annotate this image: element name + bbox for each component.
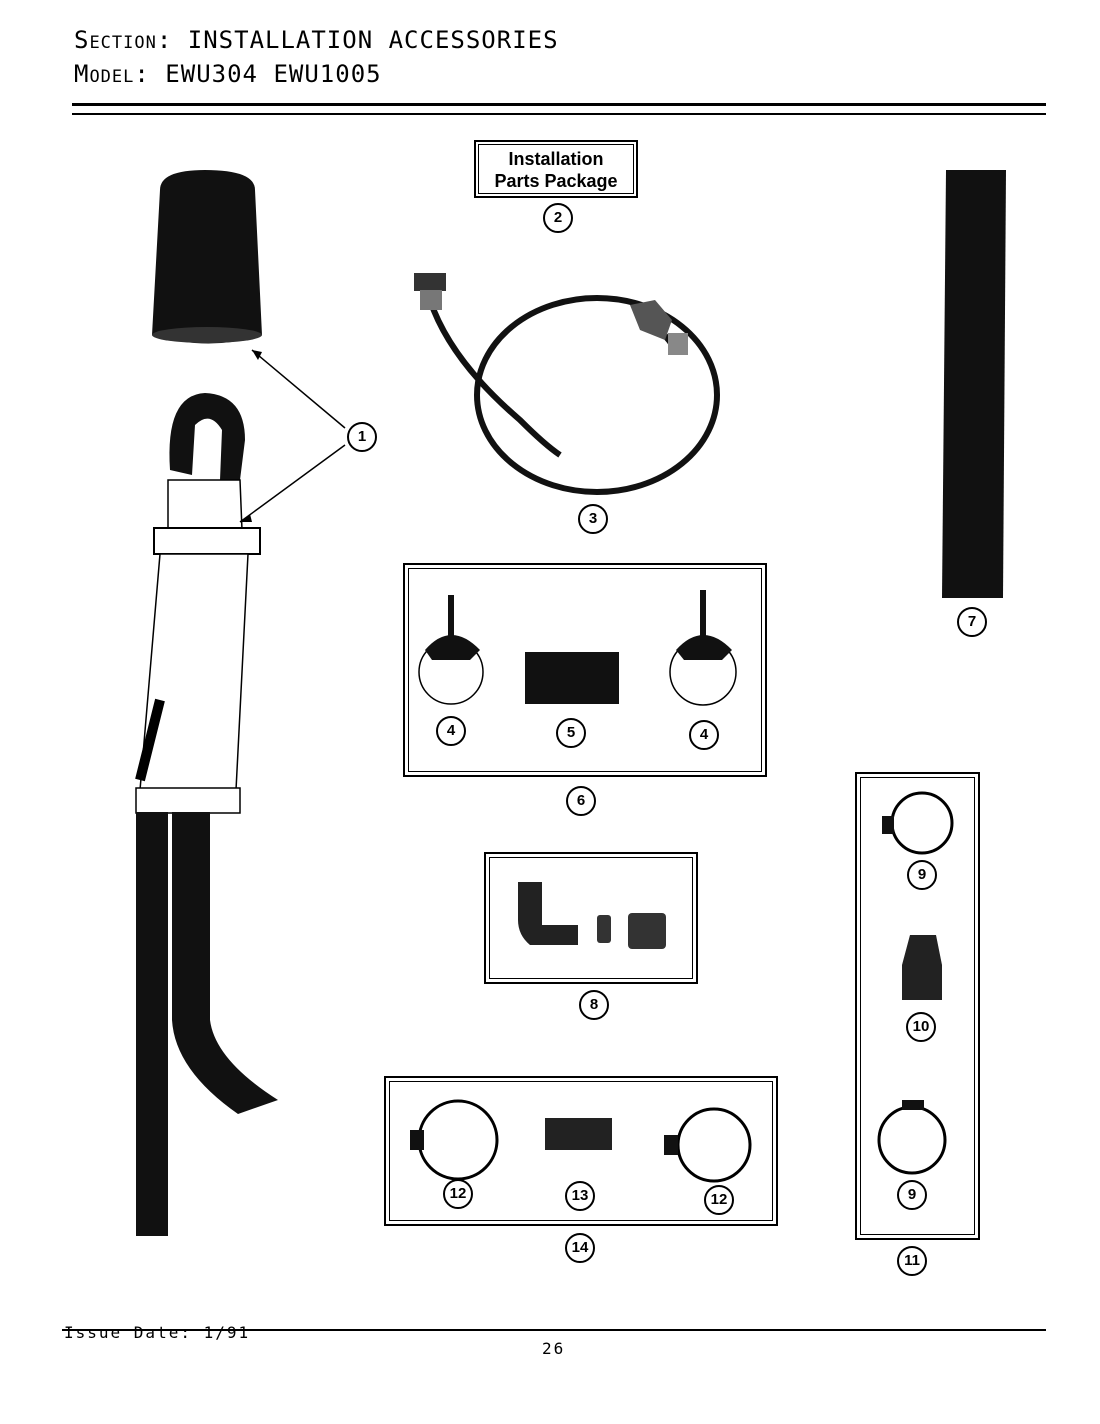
callout-10: 10	[906, 1012, 936, 1042]
model-value: EWU304 EWU1005	[165, 60, 382, 88]
callout-8: 8	[579, 990, 609, 1020]
clamp-left-illustration	[418, 595, 484, 705]
callout-11: 11	[897, 1246, 927, 1276]
elbow-fittings-illustration	[518, 882, 666, 949]
pad-illustration	[525, 652, 619, 704]
hose-clamp-lower-illustration	[877, 1100, 947, 1175]
parts-package-line1: Installation	[508, 149, 604, 169]
section-key: Section:	[74, 26, 173, 54]
callout-4-left: 4	[436, 716, 466, 746]
fill-hose-fittings	[414, 273, 688, 355]
clamp-right-illustration	[669, 590, 737, 706]
model-line: Model: EWU304 EWU1005	[74, 60, 382, 88]
model-key: Model:	[74, 60, 150, 88]
coupling-illustration	[902, 935, 942, 1000]
section-value: INSTALLATION ACCESSORIES	[187, 26, 559, 54]
section-line: Section: INSTALLATION ACCESSORIES	[74, 26, 559, 54]
callout-14: 14	[565, 1233, 595, 1263]
callout-9-upper: 9	[907, 860, 937, 890]
kit-box-8	[484, 852, 698, 984]
kit-box-11	[855, 772, 980, 1240]
callout-3: 3	[578, 504, 608, 534]
connector-illustration	[545, 1118, 612, 1150]
kit-box-6	[403, 563, 767, 777]
callout-1: 1	[347, 422, 377, 452]
parts-package-label: Installation Parts Package	[474, 140, 638, 198]
header-rule-top	[72, 103, 1046, 106]
callout-12-left: 12	[443, 1179, 473, 1209]
drain-hose-illustration	[135, 393, 278, 1236]
callout-12-right: 12	[704, 1185, 734, 1215]
page-number: 26	[542, 1339, 566, 1358]
callout-4-right: 4	[689, 720, 719, 750]
header-rule-bottom	[72, 113, 1046, 115]
leader-line-cap	[251, 349, 346, 429]
hose-clamp-upper-illustration	[882, 791, 954, 855]
drain-cap-illustration	[152, 170, 262, 344]
fill-hose-illustration	[427, 295, 720, 495]
callout-5: 5	[556, 718, 586, 748]
footer-rule	[62, 1329, 1046, 1331]
straight-hose-illustration	[942, 170, 1006, 598]
callout-13: 13	[565, 1181, 595, 1211]
callout-7: 7	[957, 607, 987, 637]
parts-package-line2: Parts Package	[494, 171, 618, 191]
kit-box-14	[384, 1076, 778, 1226]
hose-clamp-left-illustration	[410, 1099, 499, 1181]
issue-date: Issue Date: 1/91	[64, 1323, 251, 1342]
leader-line-hose	[239, 444, 346, 523]
hose-clamp-right-illustration	[664, 1107, 752, 1183]
callout-6: 6	[566, 786, 596, 816]
callout-9-lower: 9	[897, 1180, 927, 1210]
callout-2: 2	[543, 203, 573, 233]
